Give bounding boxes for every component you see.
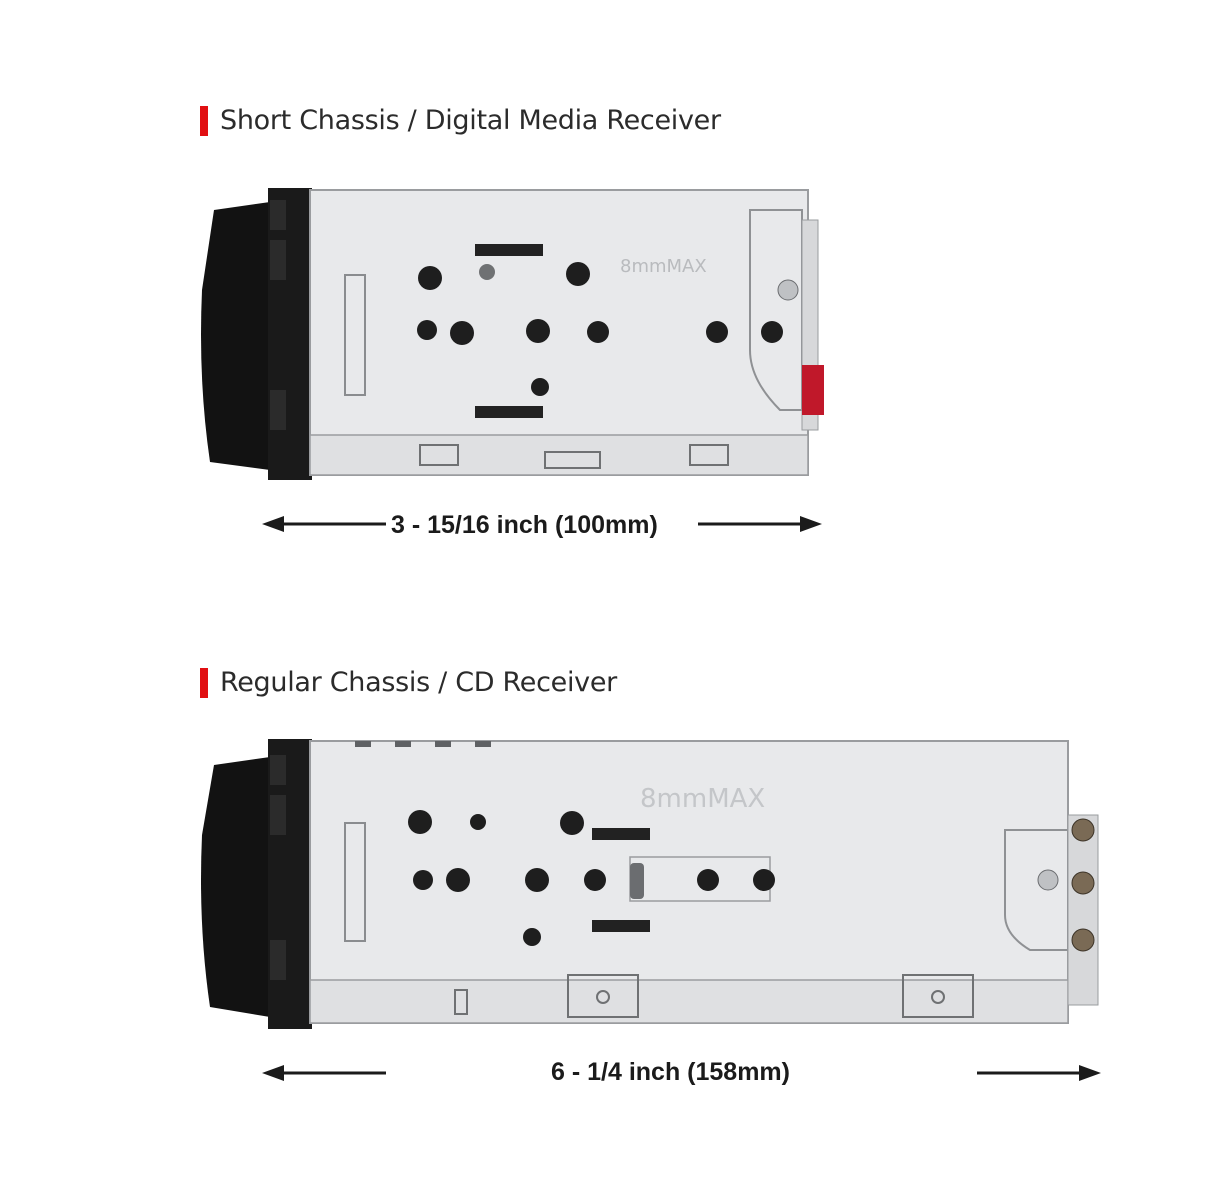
accent-bar <box>200 667 208 698</box>
regular-chassis-image: 8mmMAX <box>201 739 1099 1029</box>
section-title-regular: Regular Chassis / CD Receiver <box>200 667 617 698</box>
section-title-short: Short Chassis / Digital Media Receiver <box>200 105 721 136</box>
section-title-text: Short Chassis / Digital Media Receiver <box>220 105 721 136</box>
dimension-arrow-left-short <box>262 516 386 532</box>
dimension-label-short: 3 - 15/16 inch (100mm) <box>391 511 658 539</box>
chassis-print-label: 8mmMAX <box>620 256 707 277</box>
face-plate <box>201 757 270 1017</box>
chassis-print-label: 8mmMAX <box>640 784 765 814</box>
dimension-arrow-right-short <box>698 516 822 532</box>
short-chassis-image: 8mmMAX <box>201 188 824 480</box>
chassis-body <box>309 189 809 476</box>
accent-bar <box>200 105 208 136</box>
face-plate <box>201 202 270 470</box>
dimension-arrow-left-regular <box>262 1065 386 1081</box>
section-title-text: Regular Chassis / CD Receiver <box>220 667 617 698</box>
dimension-label-regular: 6 - 1/4 inch (158mm) <box>551 1058 790 1086</box>
dimension-arrow-right-regular <box>977 1065 1101 1081</box>
